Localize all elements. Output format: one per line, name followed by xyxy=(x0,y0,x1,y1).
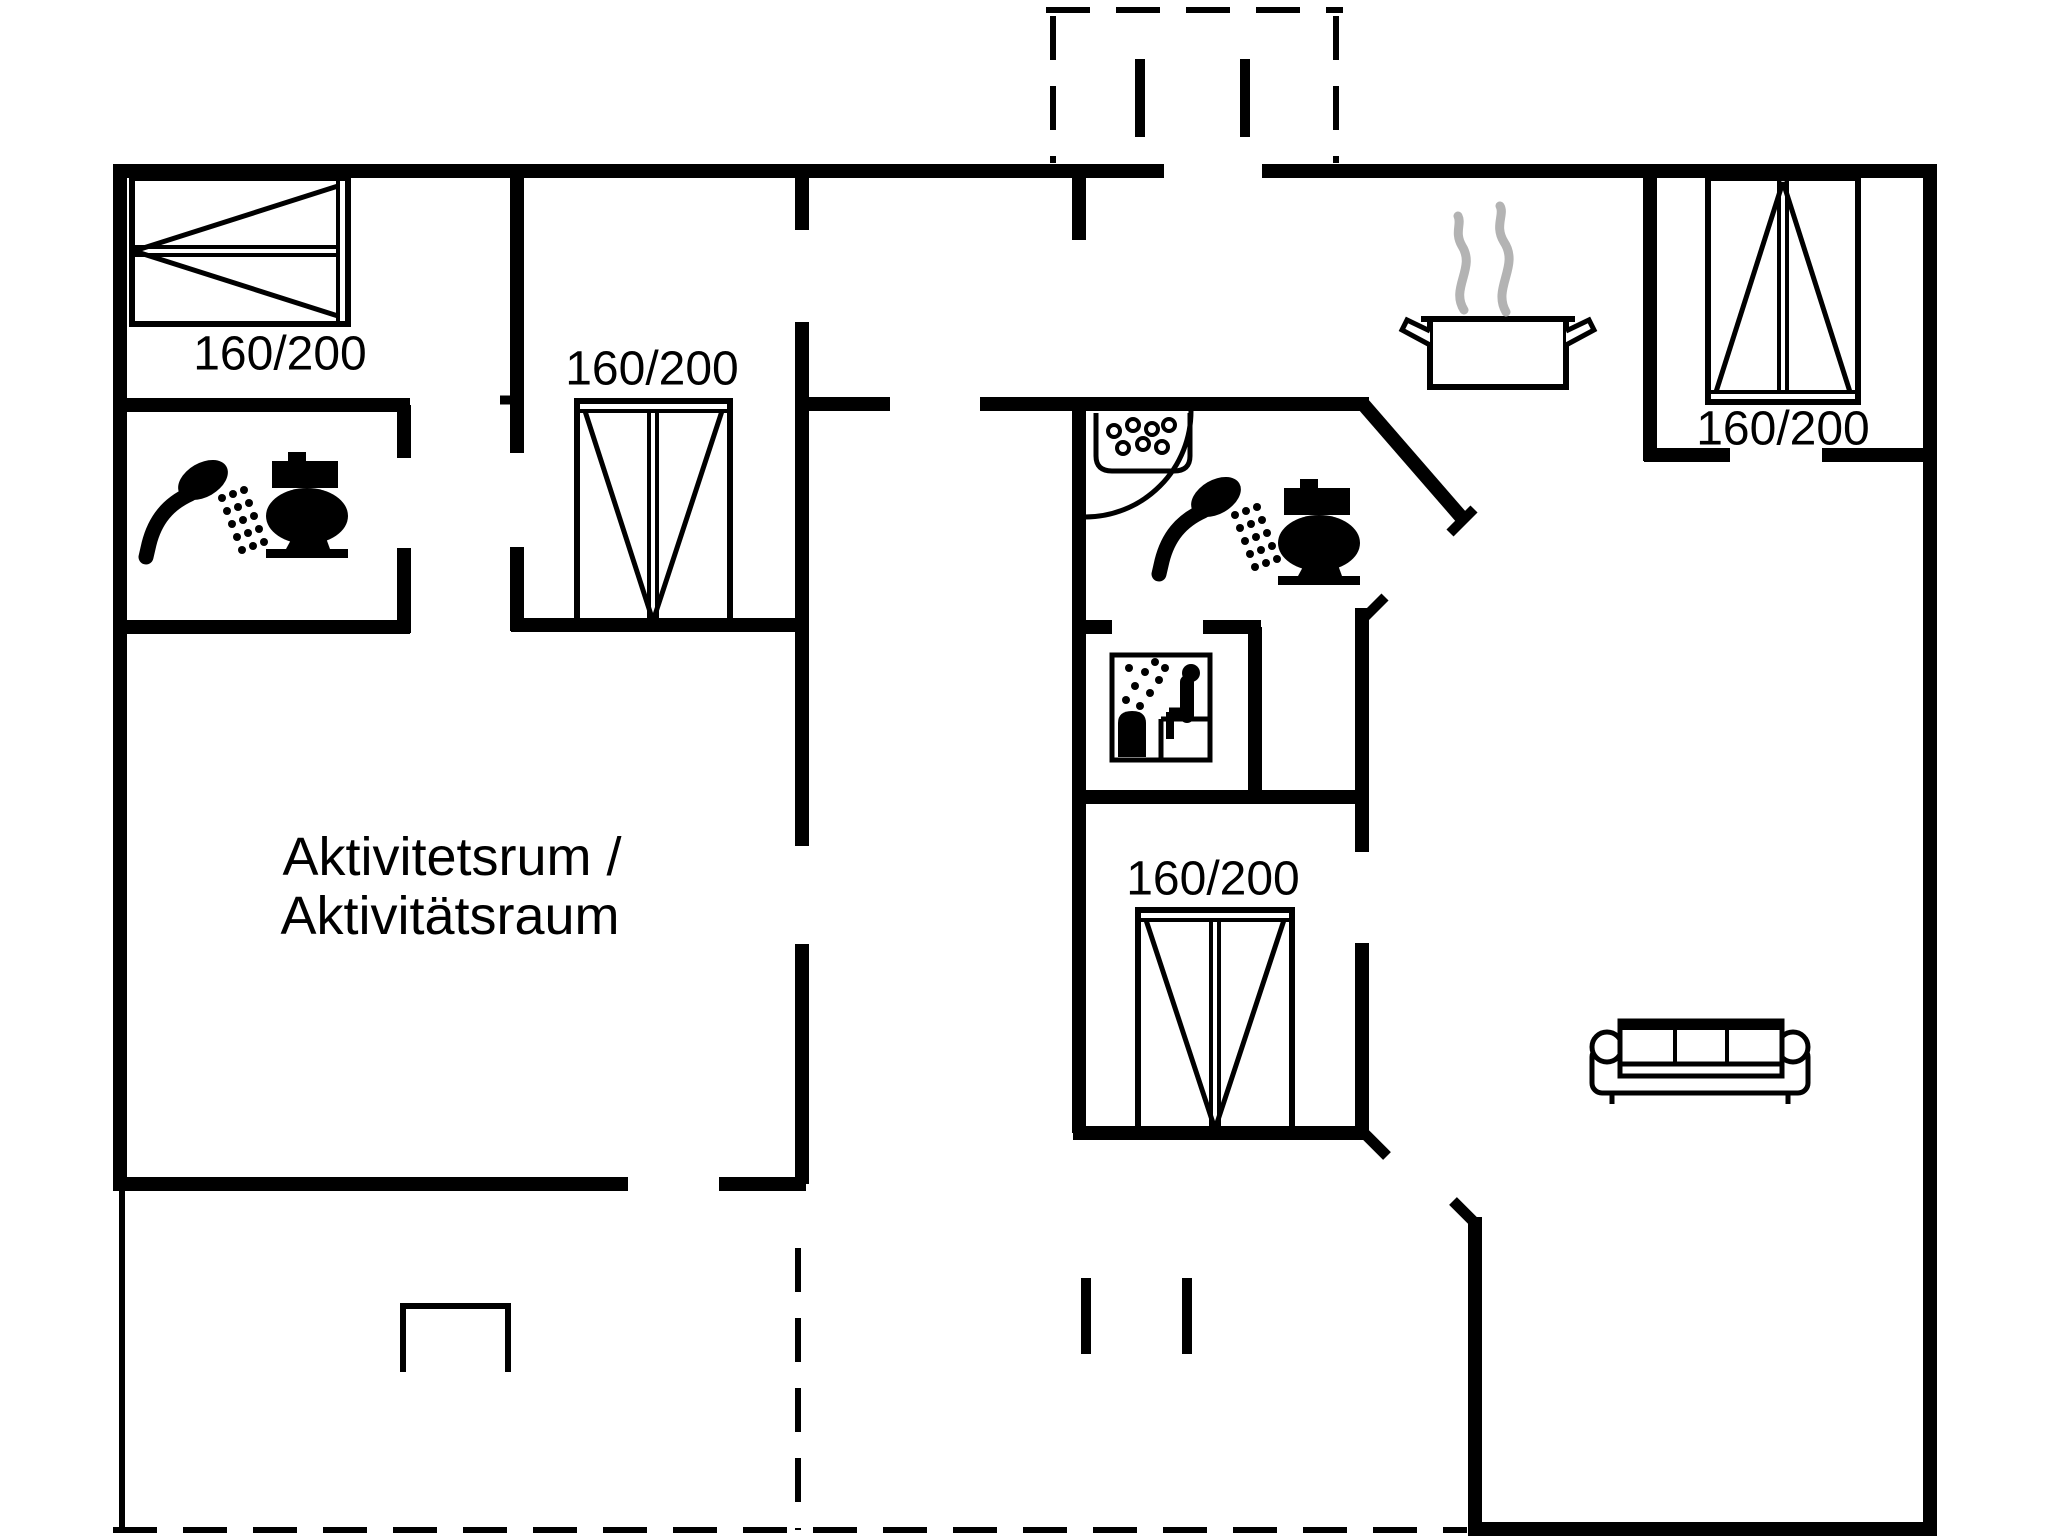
shower2-spray-icon-dot xyxy=(1263,529,1271,537)
washbasin-bubbles-icon-dot xyxy=(1161,417,1177,433)
wall-bath2-diagonal xyxy=(1357,399,1468,523)
tick-bath2-door-upper xyxy=(1446,505,1478,537)
shower1-spray-icon-dot xyxy=(229,490,237,498)
shower2-spray-icon-dot xyxy=(1252,533,1260,541)
bed1-diagonal-b xyxy=(133,248,339,319)
pot-handle-left-icon xyxy=(1398,316,1432,348)
bed1-size-label: 160/200 xyxy=(193,328,367,381)
shower2-spray-icon-dot xyxy=(1268,542,1276,550)
shower2-spray-icon-dot xyxy=(1262,559,1270,567)
shower2-spray-icon-dot xyxy=(1257,546,1265,554)
sauna-steam-icon-dot xyxy=(1151,658,1159,666)
toilet1-tank-icon xyxy=(272,461,338,488)
washbasin-bubbles-icon-dot xyxy=(1125,417,1141,433)
shower1-spray-icon-dot xyxy=(223,507,231,515)
shower1-spray-icon-dot xyxy=(250,512,258,520)
shower2-spray-icon-dot xyxy=(1247,520,1255,528)
shower2-hose-icon xyxy=(1151,503,1211,582)
washbasin-bubbles-icon-dot xyxy=(1115,440,1131,456)
shower2-spray-icon-dot xyxy=(1242,507,1250,515)
bed1-frame xyxy=(129,175,351,327)
tick-terrace-divider-door xyxy=(1449,1197,1478,1226)
shower1-spray-icon-dot xyxy=(245,499,253,507)
shower2-spray-icon-dot xyxy=(1246,550,1254,558)
shower2-spray-icon-dot xyxy=(1253,503,1261,511)
shower1-hose-icon xyxy=(138,486,198,565)
sauna-steam-icon xyxy=(1122,658,1169,710)
sauna-frame-icon xyxy=(1109,652,1213,763)
bed3-frame xyxy=(1135,907,1295,1136)
shower2-spray-icon-dot xyxy=(1236,524,1244,532)
shower1-spray-icon-dot xyxy=(238,546,246,554)
toilet2-bowl-icon xyxy=(1278,515,1360,571)
bed4-diagonal-b xyxy=(1780,181,1853,393)
shower2-spray-icon-dot xyxy=(1231,511,1239,519)
shower1-spray-icon-dot xyxy=(239,516,247,524)
shower1-spray-icon-dot xyxy=(249,542,257,550)
washbasin-icon xyxy=(1093,413,1193,474)
shower2-spray-icon xyxy=(1231,503,1281,571)
shower1-spray-icon-dot xyxy=(260,538,268,546)
washbasin-bubbles-icon-dot xyxy=(1144,421,1160,437)
shower1-spray-icon xyxy=(218,486,268,554)
sauna-steam-icon-dot xyxy=(1131,682,1139,690)
pot-handle-right-icon xyxy=(1564,316,1598,348)
sauna-steam-icon-dot xyxy=(1136,702,1144,710)
sauna-steam-icon-dot xyxy=(1122,696,1130,704)
shower1-spray-icon-dot xyxy=(234,503,242,511)
room-label-activity-line2: Aktivitätsraum xyxy=(280,886,619,946)
shower2-spray-icon-dot xyxy=(1258,516,1266,524)
shower2-spray-icon-dot xyxy=(1251,563,1259,571)
shower1-spray-icon-dot xyxy=(244,529,252,537)
bed3-size-label: 160/200 xyxy=(1126,853,1300,906)
toilet2-tank-icon xyxy=(1284,488,1350,515)
shower1-spray-icon-dot xyxy=(233,533,241,541)
toilet1-bowl-icon xyxy=(266,488,348,544)
sauna-steam-icon-dot xyxy=(1125,664,1133,672)
steam-right-icon xyxy=(1495,201,1514,317)
washbasin-bubbles-icon xyxy=(1106,417,1177,456)
shower2-spray-icon-dot xyxy=(1273,555,1281,563)
terrace-grill-icon xyxy=(400,1303,511,1372)
shower2-spray-icon-dot xyxy=(1241,537,1249,545)
bed4-frame xyxy=(1705,175,1861,405)
bed3-diagonal-b xyxy=(1212,919,1287,1130)
sauna-steam-icon-dot xyxy=(1161,664,1169,672)
bed2-size-label: 160/200 xyxy=(565,343,739,396)
room-label-activity-line1: Aktivitetsrum / xyxy=(282,827,621,887)
bed3-diagonal-a xyxy=(1143,919,1218,1130)
bed2-frame xyxy=(574,398,733,628)
toilet2-base-icon xyxy=(1298,565,1342,576)
bed1-diagonal-a xyxy=(133,183,339,254)
bed2-diagonal-a xyxy=(582,410,656,622)
shower1-spray-icon-dot xyxy=(255,525,263,533)
sofa-seat xyxy=(1617,1018,1785,1079)
sauna-steam-icon-dot xyxy=(1146,689,1154,697)
toilet1-base-icon xyxy=(286,538,330,549)
tick-bedroom3-door xyxy=(1359,1128,1391,1160)
toilet2-foot-icon xyxy=(1278,576,1360,585)
toilet1-foot-icon xyxy=(266,549,348,558)
bed4-diagonal-a xyxy=(1713,181,1786,393)
toilet2-button-icon xyxy=(1300,479,1318,489)
sauna-stove-icon xyxy=(1118,711,1146,757)
toilet1-button-icon xyxy=(288,452,306,462)
sauna-steam-icon-dot xyxy=(1141,668,1149,676)
washbasin-bubbles-icon-dot xyxy=(1154,439,1170,455)
washbasin-bubbles-icon-dot xyxy=(1135,436,1151,452)
sauna-steam-icon-dot xyxy=(1155,676,1163,684)
washbasin-bubbles-icon-dot xyxy=(1106,423,1122,439)
bed4-size-label: 160/200 xyxy=(1696,403,1870,456)
shower1-spray-icon-dot xyxy=(218,494,226,502)
steam-left-icon xyxy=(1453,211,1471,315)
shower1-spray-icon-dot xyxy=(228,520,236,528)
shower1-spray-icon-dot xyxy=(240,486,248,494)
pot-body-icon xyxy=(1427,316,1569,390)
bed2-diagonal-b xyxy=(650,410,725,622)
